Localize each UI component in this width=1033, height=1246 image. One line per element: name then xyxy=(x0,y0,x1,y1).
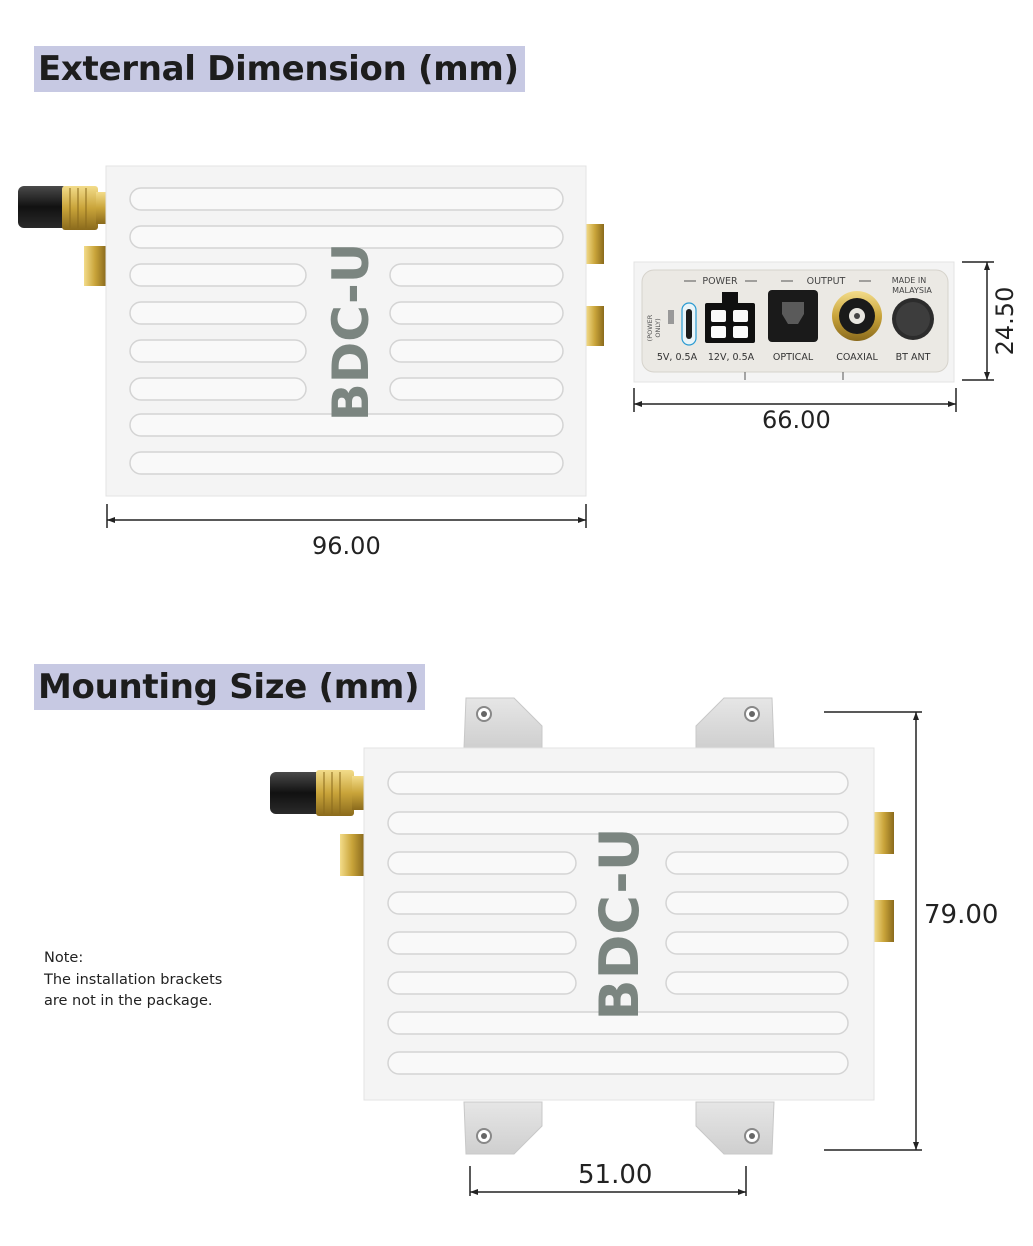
arrow-head xyxy=(470,1189,478,1195)
bracket-bottom-right xyxy=(695,1101,775,1155)
bracket-top-left xyxy=(463,697,543,749)
mount-height-dimension-line xyxy=(824,711,922,1151)
gold-connector-right-2-mounting xyxy=(874,900,894,942)
antenna-connector xyxy=(18,186,106,230)
vent-slots-mounting xyxy=(387,771,849,1075)
arrow-head xyxy=(984,262,990,270)
gold-connector-left-mounting xyxy=(340,834,364,876)
panel-height-value: 24.50 xyxy=(991,287,1019,356)
note-line-2: are not in the package. xyxy=(44,993,213,1009)
usb-c-port xyxy=(668,302,697,346)
mount-height-value: 79.00 xyxy=(924,900,999,930)
bracket-bottom-left xyxy=(463,1101,543,1155)
gold-connector-right-1 xyxy=(586,224,604,264)
arrow-head xyxy=(913,712,919,720)
port-label-5v: 5V, 0.5A xyxy=(657,352,698,363)
panel-height-dimension-line xyxy=(962,261,994,381)
note-line-1: The installation brackets xyxy=(44,971,223,988)
installation-note: Note: The installation brackets are not … xyxy=(44,948,222,1013)
front-width-value: 96.00 xyxy=(312,532,381,560)
side-panel-view: POWER OUTPUT MADE IN MALAYSIA (POWER ONL… xyxy=(633,261,955,383)
bt-ant-port xyxy=(892,298,934,340)
external-dimension-heading: External Dimension (mm) xyxy=(34,46,525,92)
mount-width-value: 51.00 xyxy=(578,1160,653,1190)
arrow-head xyxy=(634,401,642,407)
arrow-head xyxy=(913,1142,919,1150)
front-width-dimension-line xyxy=(106,504,587,528)
made-in-line1: MADE IN xyxy=(892,276,926,285)
device-top-view: BDC-U xyxy=(18,165,604,497)
arrow-head xyxy=(948,401,956,407)
power-only-line2: ONLY) xyxy=(654,318,662,337)
panel-width-dimension-line xyxy=(633,388,957,412)
power-header: POWER xyxy=(702,276,738,287)
note-title: Note: xyxy=(44,950,84,966)
antenna-connector-mounting xyxy=(270,770,364,816)
port-label-coaxial: COAXIAL xyxy=(836,352,878,363)
device-body-mounting xyxy=(363,747,875,1101)
made-in-line2: MALAYSIA xyxy=(892,286,932,295)
port-label-optical: OPTICAL xyxy=(773,352,814,363)
panel-width-value: 66.00 xyxy=(762,406,831,434)
mount-width-dimension-line xyxy=(469,1166,747,1196)
port-label-bt-ant: BT ANT xyxy=(896,352,931,363)
mounting-size-heading: Mounting Size (mm) xyxy=(34,664,426,710)
device-label-top: BDC-U xyxy=(322,243,380,422)
device-mounting-view: BDC-U xyxy=(270,697,894,1155)
device-label-mounting: BDC-U xyxy=(588,827,651,1020)
output-header: OUTPUT xyxy=(807,276,846,287)
bracket-top-right xyxy=(695,697,775,749)
device-body xyxy=(105,165,587,497)
gold-connector-left xyxy=(84,246,106,286)
gold-connector-right-2 xyxy=(586,306,604,346)
power-only-line1: (POWER xyxy=(646,314,654,341)
arrow-head xyxy=(738,1189,746,1195)
port-label-12v: 12V, 0.5A xyxy=(708,352,755,363)
coaxial-port xyxy=(832,291,882,341)
arrow-head xyxy=(107,517,115,523)
gold-connector-right-1-mounting xyxy=(874,812,894,854)
arrow-head xyxy=(578,517,586,523)
power-4pin-port xyxy=(705,292,755,343)
vent-slots xyxy=(129,187,564,475)
arrow-head xyxy=(984,372,990,380)
optical-port xyxy=(768,290,818,342)
